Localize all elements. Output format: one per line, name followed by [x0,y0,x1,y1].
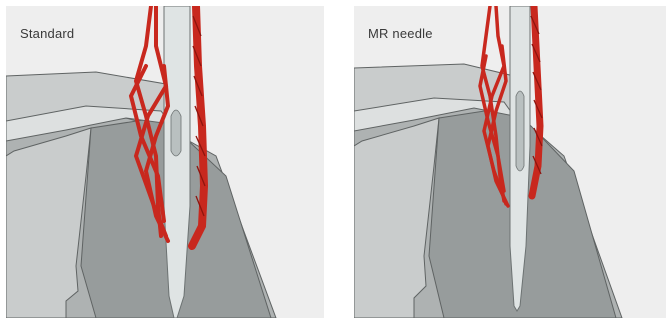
needle-eye [516,91,524,171]
needle [164,6,190,318]
needle-eye [171,110,181,156]
mr-needle-illustration [354,6,666,318]
standard-needle-illustration [6,6,324,318]
mr-needle-panel: MR needle [354,6,666,318]
shuttle-inner [6,128,91,318]
panel-label: Standard [20,26,74,41]
standard-needle-panel: Standard [6,6,324,318]
panel-label: MR needle [368,26,433,41]
